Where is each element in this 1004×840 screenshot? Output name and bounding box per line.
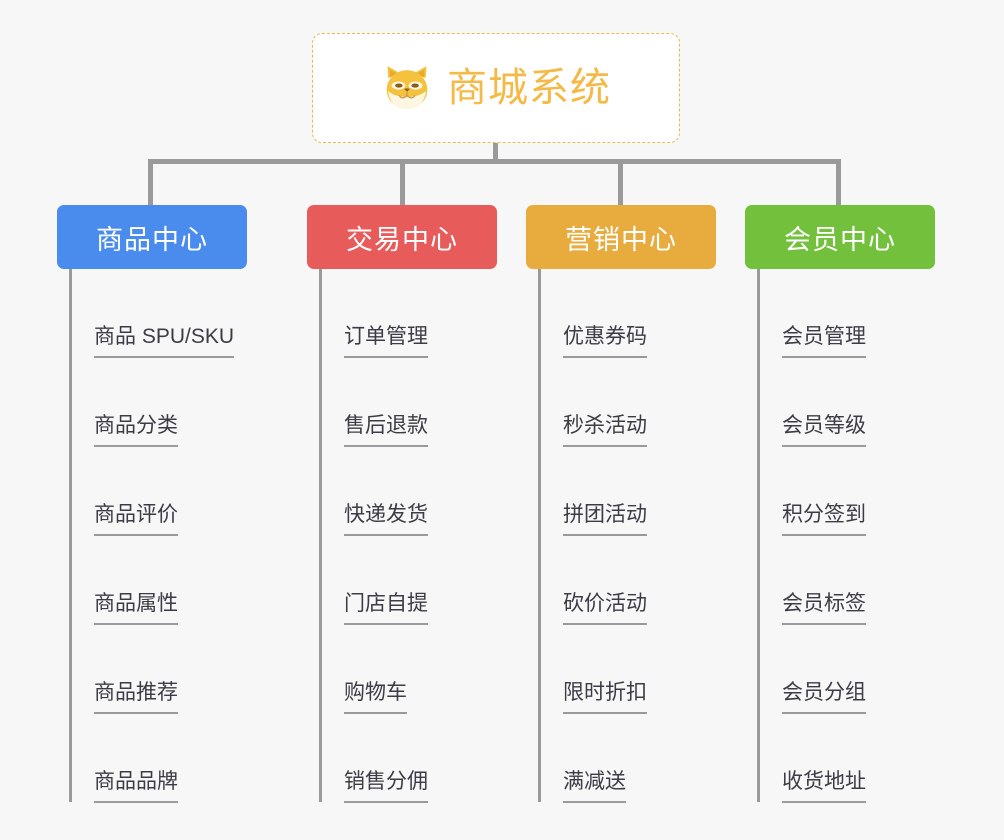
leaf-label: 订单管理 [344, 325, 428, 358]
leaf-item[interactable]: 拼团活动 [539, 447, 716, 536]
leaf-label: 快递发货 [344, 503, 428, 536]
leaf-label: 门店自提 [344, 592, 428, 625]
leaf-list-trade: 订单管理 售后退款 快递发货 门店自提 购物车 销售分佣 [307, 269, 497, 803]
leaf-item[interactable]: 商品分类 [70, 358, 247, 447]
leaf-label: 收货地址 [782, 770, 866, 803]
leaf-label: 优惠券码 [563, 325, 647, 358]
leaf-item[interactable]: 会员等级 [758, 358, 935, 447]
leaf-item[interactable]: 积分签到 [758, 447, 935, 536]
leaf-item[interactable]: 销售分佣 [320, 714, 497, 803]
category-header-member[interactable]: 会员中心 [745, 205, 935, 269]
category-column-trade: 交易中心 订单管理 售后退款 快递发货 门店自提 购物车 销售分佣 [307, 205, 497, 803]
root-label: 商城系统 [447, 66, 611, 110]
leaf-label: 售后退款 [344, 414, 428, 447]
category-column-product: 商品中心 商品 SPU/SKU 商品分类 商品评价 商品属性 商品推荐 商品品牌 [57, 205, 247, 803]
category-column-marketing: 营销中心 优惠券码 秒杀活动 拼团活动 砍价活动 限时折扣 满减送 [526, 205, 716, 803]
leaf-label: 会员标签 [782, 592, 866, 625]
connector-horizontal-bus [148, 159, 840, 164]
leaf-label: 购物车 [344, 681, 407, 714]
leaf-item[interactable]: 商品评价 [70, 447, 247, 536]
leaf-item[interactable]: 满减送 [539, 714, 716, 803]
leaf-label: 砍价活动 [563, 592, 647, 625]
leaf-label: 秒杀活动 [563, 414, 647, 447]
leaf-label: 限时折扣 [563, 681, 647, 714]
leaf-item[interactable]: 商品推荐 [70, 625, 247, 714]
root-node[interactable]: 商城系统 [312, 33, 680, 143]
leaf-item[interactable]: 会员标签 [758, 536, 935, 625]
leaf-label: 商品分类 [94, 414, 178, 447]
leaf-label: 拼团活动 [563, 503, 647, 536]
leaf-label: 商品推荐 [94, 681, 178, 714]
connector-drop-2 [400, 159, 405, 207]
leaf-label: 商品 SPU/SKU [94, 325, 235, 358]
category-label: 交易中心 [346, 224, 458, 255]
category-label: 商品中心 [96, 224, 208, 255]
category-label: 会员中心 [784, 224, 896, 255]
leaf-label: 商品评价 [94, 503, 178, 536]
leaf-item[interactable]: 限时折扣 [539, 625, 716, 714]
connector-drop-1 [148, 159, 153, 207]
leaf-label: 会员等级 [782, 414, 866, 447]
leaf-item[interactable]: 商品 SPU/SKU [70, 269, 247, 358]
connector-drop-3 [618, 159, 623, 207]
leaf-list-marketing: 优惠券码 秒杀活动 拼团活动 砍价活动 限时折扣 满减送 [526, 269, 716, 803]
leaf-item[interactable]: 订单管理 [320, 269, 497, 358]
leaf-label: 会员管理 [782, 325, 866, 358]
leaf-item[interactable]: 会员管理 [758, 269, 935, 358]
leaf-item[interactable]: 优惠券码 [539, 269, 716, 358]
leaf-item[interactable]: 秒杀活动 [539, 358, 716, 447]
category-label: 营销中心 [565, 224, 677, 255]
leaf-item[interactable]: 收货地址 [758, 714, 935, 803]
category-header-trade[interactable]: 交易中心 [307, 205, 497, 269]
leaf-item[interactable]: 砍价活动 [539, 536, 716, 625]
category-column-member: 会员中心 会员管理 会员等级 积分签到 会员标签 会员分组 收货地址 [745, 205, 935, 803]
leaf-item[interactable]: 会员分组 [758, 625, 935, 714]
leaf-label: 销售分佣 [344, 770, 428, 803]
category-header-product[interactable]: 商品中心 [57, 205, 247, 269]
leaf-list-member: 会员管理 会员等级 积分签到 会员标签 会员分组 收货地址 [745, 269, 935, 803]
leaf-label: 满减送 [563, 770, 626, 803]
leaf-label: 积分签到 [782, 503, 866, 536]
shiba-dog-face-icon [381, 62, 433, 114]
leaf-item[interactable]: 商品品牌 [70, 714, 247, 803]
leaf-label: 商品品牌 [94, 770, 178, 803]
leaf-item[interactable]: 售后退款 [320, 358, 497, 447]
connector-drop-4 [836, 159, 841, 207]
leaf-item[interactable]: 门店自提 [320, 536, 497, 625]
leaf-item[interactable]: 购物车 [320, 625, 497, 714]
connector-root-stem [493, 143, 498, 163]
leaf-item[interactable]: 商品属性 [70, 536, 247, 625]
leaf-label: 商品属性 [94, 592, 178, 625]
leaf-item[interactable]: 快递发货 [320, 447, 497, 536]
leaf-label: 会员分组 [782, 681, 866, 714]
leaf-list-product: 商品 SPU/SKU 商品分类 商品评价 商品属性 商品推荐 商品品牌 [57, 269, 247, 803]
category-header-marketing[interactable]: 营销中心 [526, 205, 716, 269]
